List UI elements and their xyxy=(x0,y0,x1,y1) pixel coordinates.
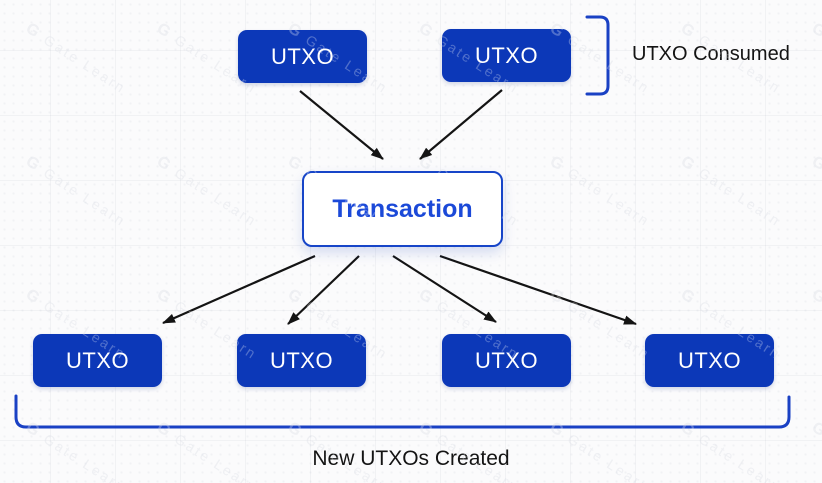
output-utxo-label-1: UTXO xyxy=(65,347,130,373)
gate-logo-glyph: G xyxy=(808,286,822,309)
gate-logo-glyph: G xyxy=(22,286,45,309)
gate-logo-glyph: G xyxy=(22,20,45,43)
gate-logo-glyph: G xyxy=(415,20,438,43)
gate-logo-glyph: G xyxy=(22,419,45,442)
arrow-output-3 xyxy=(392,255,497,323)
input-utxo-node-2: UTXO xyxy=(442,29,571,82)
transaction-label: Transaction xyxy=(332,194,473,223)
input-utxo-label-2: UTXO xyxy=(474,42,539,68)
gate-logo-glyph: G xyxy=(808,20,822,43)
gate-learn-watermark: GGate Learn xyxy=(808,20,822,98)
gate-logo-glyph: G xyxy=(22,153,45,176)
output-utxo-node-4: UTXO xyxy=(645,334,774,387)
gate-logo-glyph: G xyxy=(415,419,438,442)
gate-learn-watermark: GGate Learn xyxy=(22,153,130,230)
gate-learn-watermark: GGate Learn xyxy=(546,153,654,230)
gate-logo-glyph: G xyxy=(22,153,45,176)
gate-logo-glyph: G xyxy=(415,20,438,43)
gate-logo-glyph: G xyxy=(677,286,700,309)
gate-logo-glyph: G xyxy=(153,419,176,442)
gate-logo-glyph: G xyxy=(546,153,569,176)
gate-logo-glyph: G xyxy=(284,286,307,309)
gate-logo-glyph: G xyxy=(808,419,822,442)
gate-logo-glyph: G xyxy=(153,20,176,43)
output-utxo-node-3: UTXO xyxy=(442,334,571,387)
gate-logo-glyph: G xyxy=(22,286,45,309)
gate-learn-watermark: GGate Learn xyxy=(808,20,822,98)
arrow-input-1 xyxy=(299,90,384,160)
gate-logo-glyph: G xyxy=(546,286,569,309)
arrow-output-4 xyxy=(439,254,637,326)
gate-logo-glyph: G xyxy=(22,20,45,43)
arrow-input-2 xyxy=(419,89,503,160)
arrow-output-1 xyxy=(162,254,316,325)
arrow-output-2 xyxy=(287,255,360,325)
gate-logo-glyph: G xyxy=(677,20,700,43)
gate-learn-watermark: GGate Learn xyxy=(808,153,822,231)
gate-logo-glyph: G xyxy=(284,153,307,176)
gate-logo-glyph: G xyxy=(415,286,438,309)
gate-learn-watermark: GGate Learn xyxy=(808,286,822,364)
gate-logo-glyph: G xyxy=(677,419,700,442)
gate-logo-glyph: G xyxy=(546,286,569,309)
gate-learn-watermark: GGate Learn xyxy=(22,20,130,97)
transaction-node: Transaction xyxy=(302,171,503,247)
gate-logo-glyph: G xyxy=(808,153,822,176)
gate-learn-watermark: GGate Learn xyxy=(22,153,130,230)
gate-learn-watermark: GGate Learn xyxy=(808,286,822,364)
gate-logo-glyph: G xyxy=(284,419,307,442)
gate-logo-glyph: G xyxy=(677,153,700,176)
output-utxo-label-2: UTXO xyxy=(269,347,334,373)
inputs-annotation: UTXO Consumed xyxy=(632,43,790,65)
bracket-inputs xyxy=(585,15,610,96)
gate-logo-glyph: G xyxy=(284,419,307,442)
gate-logo-glyph: G xyxy=(153,286,176,309)
gate-logo-glyph: G xyxy=(808,419,822,442)
gate-logo-glyph: G xyxy=(677,20,700,43)
outputs-annotation: New UTXOs Created xyxy=(312,447,510,470)
gate-learn-watermark: GGate Learn xyxy=(808,153,822,231)
gate-learn-watermark: GGate Learn xyxy=(153,153,261,230)
output-utxo-label-4: UTXO xyxy=(677,347,742,373)
gate-learn-watermark: GGate Learn xyxy=(546,153,654,230)
gate-learn-watermark: GGate Learn xyxy=(22,20,130,97)
gate-logo-glyph: G xyxy=(546,153,569,176)
gate-logo-glyph: G xyxy=(546,419,569,442)
output-utxo-node-2: UTXO xyxy=(237,334,366,387)
bracket-outputs xyxy=(14,394,791,429)
gate-learn-watermark: GGate Learn xyxy=(677,153,785,230)
output-utxo-node-1: UTXO xyxy=(33,334,162,387)
gate-logo-glyph: G xyxy=(284,286,307,309)
gate-learn-watermark: GGate Learn xyxy=(153,153,261,230)
gate-logo-glyph: G xyxy=(808,286,822,309)
output-utxo-label-3: UTXO xyxy=(474,347,539,373)
gate-logo-glyph: G xyxy=(284,153,307,176)
gate-logo-glyph: G xyxy=(22,419,45,442)
gate-logo-glyph: G xyxy=(677,286,700,309)
gate-logo-glyph: G xyxy=(808,20,822,43)
gate-logo-glyph: G xyxy=(677,419,700,442)
gate-logo-glyph: G xyxy=(677,153,700,176)
gate-logo-glyph: G xyxy=(546,419,569,442)
gate-logo-glyph: G xyxy=(415,419,438,442)
gate-logo-glyph: G xyxy=(153,153,176,176)
gate-logo-glyph: G xyxy=(153,286,176,309)
gate-logo-glyph: G xyxy=(153,419,176,442)
input-utxo-node-1: UTXO xyxy=(238,30,367,83)
gate-logo-glyph: G xyxy=(808,153,822,176)
input-utxo-label-1: UTXO xyxy=(270,43,335,69)
gate-logo-glyph: G xyxy=(153,153,176,176)
gate-learn-watermark: GGate Learn xyxy=(677,153,785,230)
gate-logo-glyph: G xyxy=(415,286,438,309)
gate-logo-glyph: G xyxy=(153,20,176,43)
